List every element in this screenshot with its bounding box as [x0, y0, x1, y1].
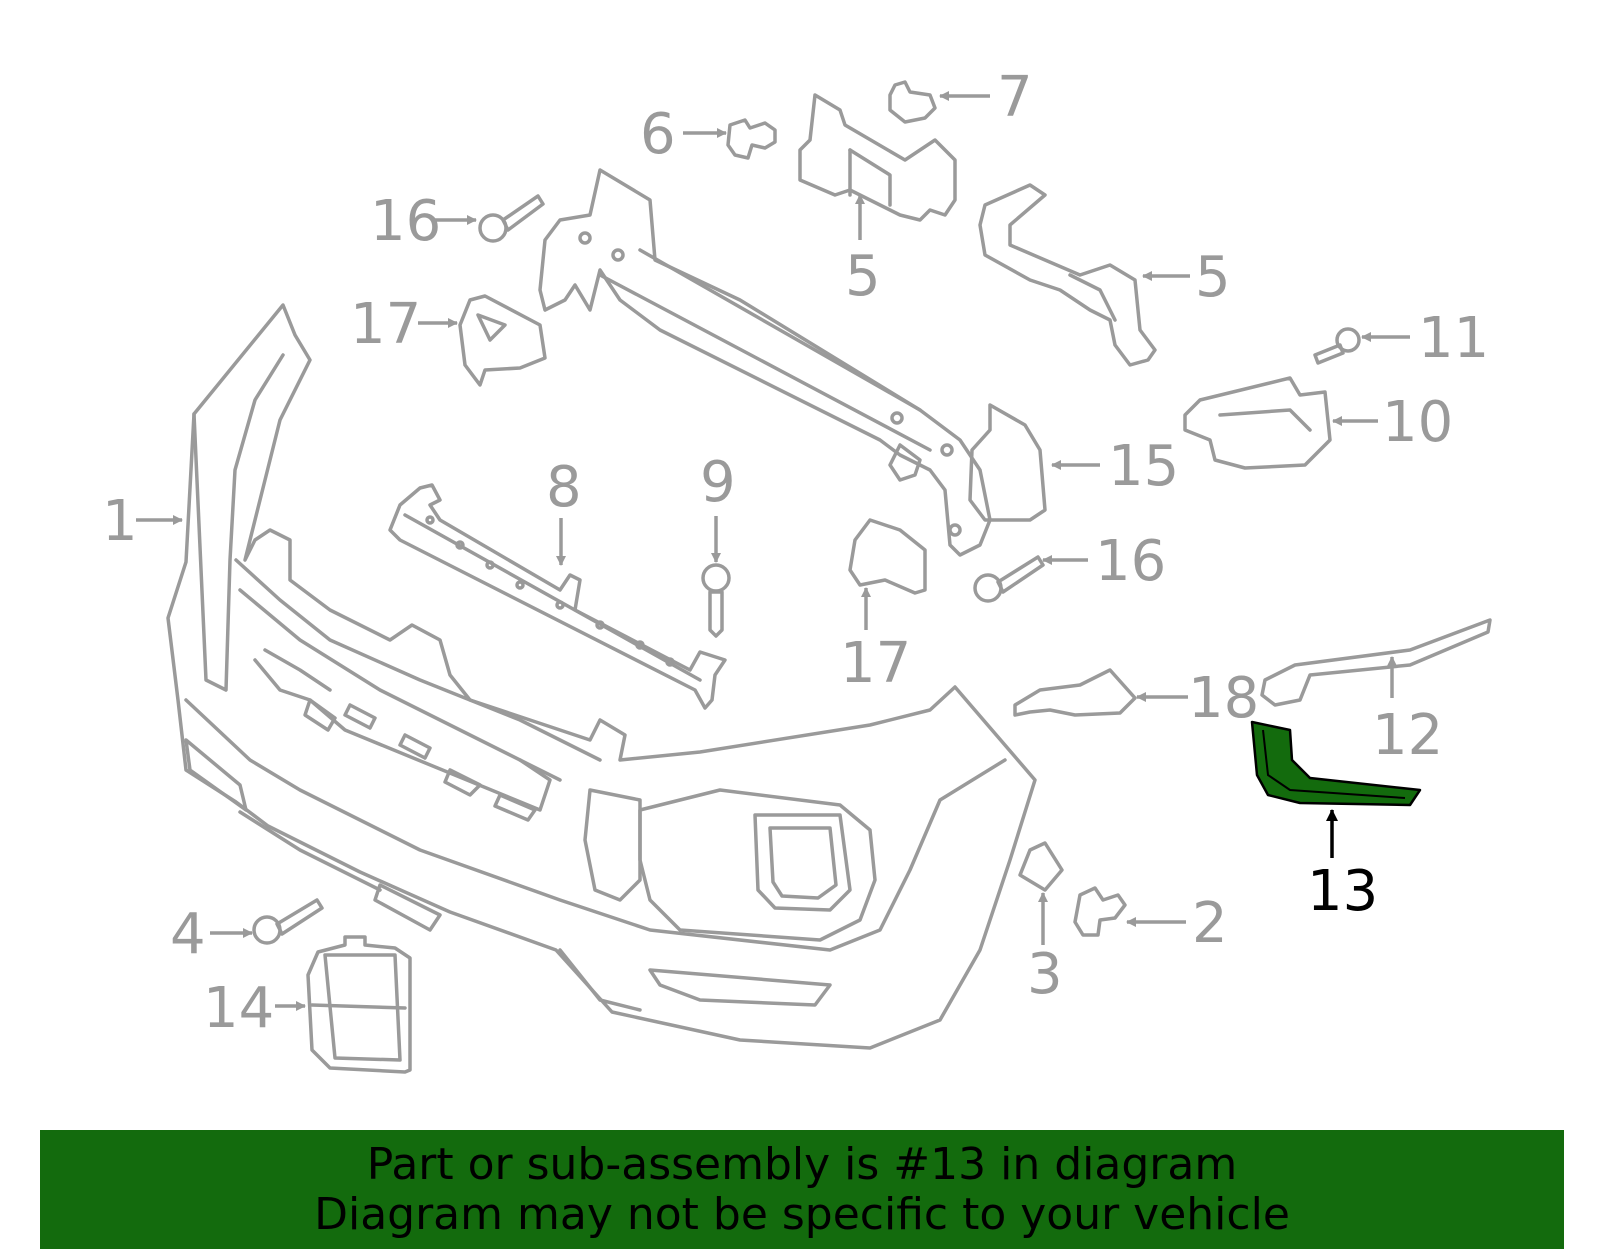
callout-3: 3 [1027, 942, 1063, 1007]
callout-9: 9 [700, 450, 736, 515]
callout-13: 13 [1307, 859, 1378, 924]
callout-17-upper: 17 [350, 292, 421, 357]
callout-17-lower: 17 [840, 631, 911, 696]
bracket-part-17-lower [848, 518, 927, 595]
bumper-reinforcement-part-15 [538, 168, 1047, 557]
grille-support-part-8 [388, 483, 727, 710]
screw-part-11 [1313, 327, 1361, 365]
bumper-cover-part-1 [166, 303, 1037, 1050]
highlighted-part-13 [1250, 720, 1422, 807]
callout-18: 18 [1188, 666, 1259, 731]
callout-11: 11 [1418, 306, 1489, 371]
bolt-part-16-lower [973, 555, 1045, 603]
callout-2: 2 [1192, 891, 1228, 956]
push-pin-part-6 [726, 118, 777, 160]
molding-part-12 [1260, 618, 1492, 707]
bolt-part-16-upper [478, 194, 545, 243]
callout-4: 4 [170, 902, 206, 967]
callout-8: 8 [546, 455, 582, 520]
callout-6: 6 [640, 102, 676, 167]
bezel-part-14 [306, 935, 412, 1074]
callout-labels: 1 2 3 4 5 5 6 7 8 9 10 11 12 13 14 15 16… [102, 65, 1489, 1041]
callout-5-right: 5 [1195, 245, 1231, 310]
bracket-part-10 [1183, 376, 1332, 470]
cap-part-3 [1018, 841, 1064, 892]
push-pin-part-2 [1073, 886, 1127, 937]
bracket-part-5-center [798, 93, 957, 222]
callout-14: 14 [203, 976, 274, 1041]
bolt-part-4 [252, 898, 324, 945]
bolt-part-9 [701, 563, 731, 638]
bracket-part-17-upper [458, 294, 547, 387]
bracket-part-5-right [978, 183, 1157, 367]
bracket-part-18 [1013, 668, 1137, 717]
callout-1: 1 [102, 489, 138, 554]
callout-5-center: 5 [845, 244, 881, 309]
callout-16-upper: 16 [370, 189, 441, 254]
callout-10: 10 [1382, 390, 1453, 455]
callout-7: 7 [997, 65, 1033, 130]
callout-16-lower: 16 [1095, 529, 1166, 594]
banner-line-1: Part or sub-assembly is #13 in diagram [366, 1139, 1238, 1190]
info-banner: Part or sub-assembly is #13 in diagram D… [40, 1130, 1564, 1249]
leader-lines [136, 91, 1410, 1011]
clip-part-7 [888, 80, 937, 124]
banner-line-2: Diagram may not be specific to your vehi… [314, 1189, 1290, 1240]
callout-15: 15 [1108, 434, 1179, 499]
callout-12: 12 [1372, 703, 1443, 768]
